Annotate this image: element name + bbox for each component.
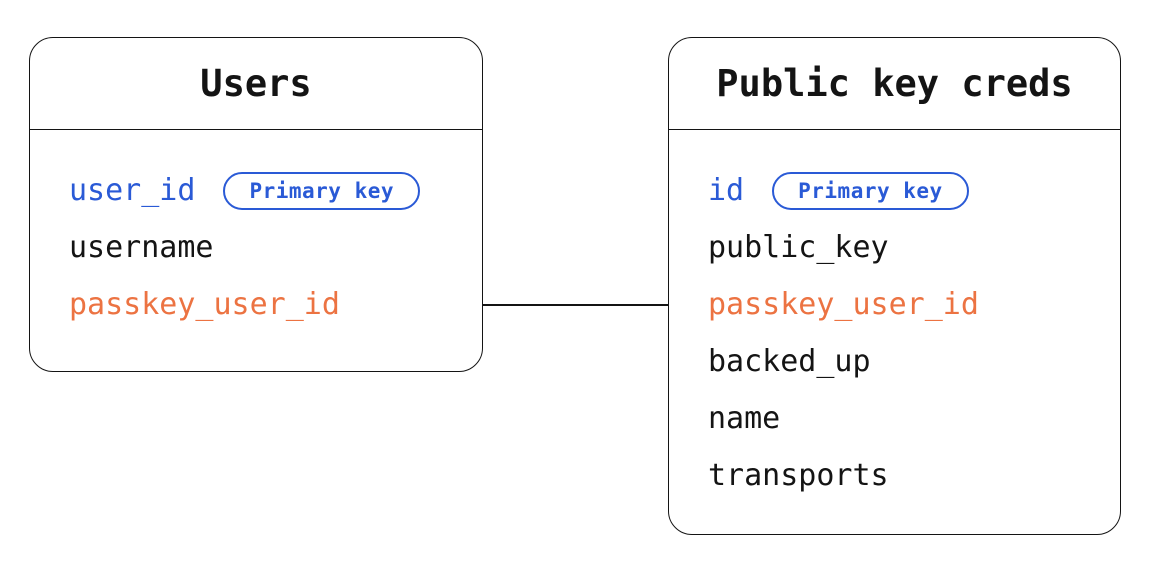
primary-key-badge: Primary key <box>772 171 969 210</box>
field-name-public-key: public_key <box>708 230 889 265</box>
field-row-username: username <box>69 219 462 276</box>
field-name-backed-up: backed_up <box>708 344 871 379</box>
field-name-username: username <box>69 230 214 265</box>
field-row-passkey-user-id: passkey_user_id <box>69 276 462 333</box>
field-name-id: id <box>708 173 745 208</box>
field-name-user-id: user_id <box>69 173 196 208</box>
users-table-title: Users <box>200 62 312 105</box>
creds-table-header: Public key creds <box>669 38 1120 130</box>
relationship-line <box>482 304 668 306</box>
field-name-passkey-user-id: passkey_user_id <box>69 287 340 322</box>
creds-table-fields: id Primary key public_key passkey_user_i… <box>669 130 1120 504</box>
field-row-transports: transports <box>708 447 1100 504</box>
field-row-name: name <box>708 390 1100 447</box>
field-name-passkey-user-id: passkey_user_id <box>708 287 979 322</box>
field-name-transports: transports <box>708 458 889 493</box>
users-table-fields: user_id Primary key username passkey_use… <box>30 130 482 333</box>
field-row-backed-up: backed_up <box>708 333 1100 390</box>
field-row-passkey-user-id: passkey_user_id <box>708 276 1100 333</box>
users-table: Users user_id Primary key username passk… <box>29 37 483 372</box>
field-row-id: id Primary key <box>708 162 1100 219</box>
field-name-name: name <box>708 401 781 436</box>
field-row-public-key: public_key <box>708 219 1100 276</box>
field-row-user-id: user_id Primary key <box>69 162 462 219</box>
primary-key-badge: Primary key <box>223 171 421 210</box>
creds-table-title: Public key creds <box>716 62 1073 105</box>
public-key-creds-table: Public key creds id Primary key public_k… <box>668 37 1121 535</box>
users-table-header: Users <box>30 38 482 130</box>
